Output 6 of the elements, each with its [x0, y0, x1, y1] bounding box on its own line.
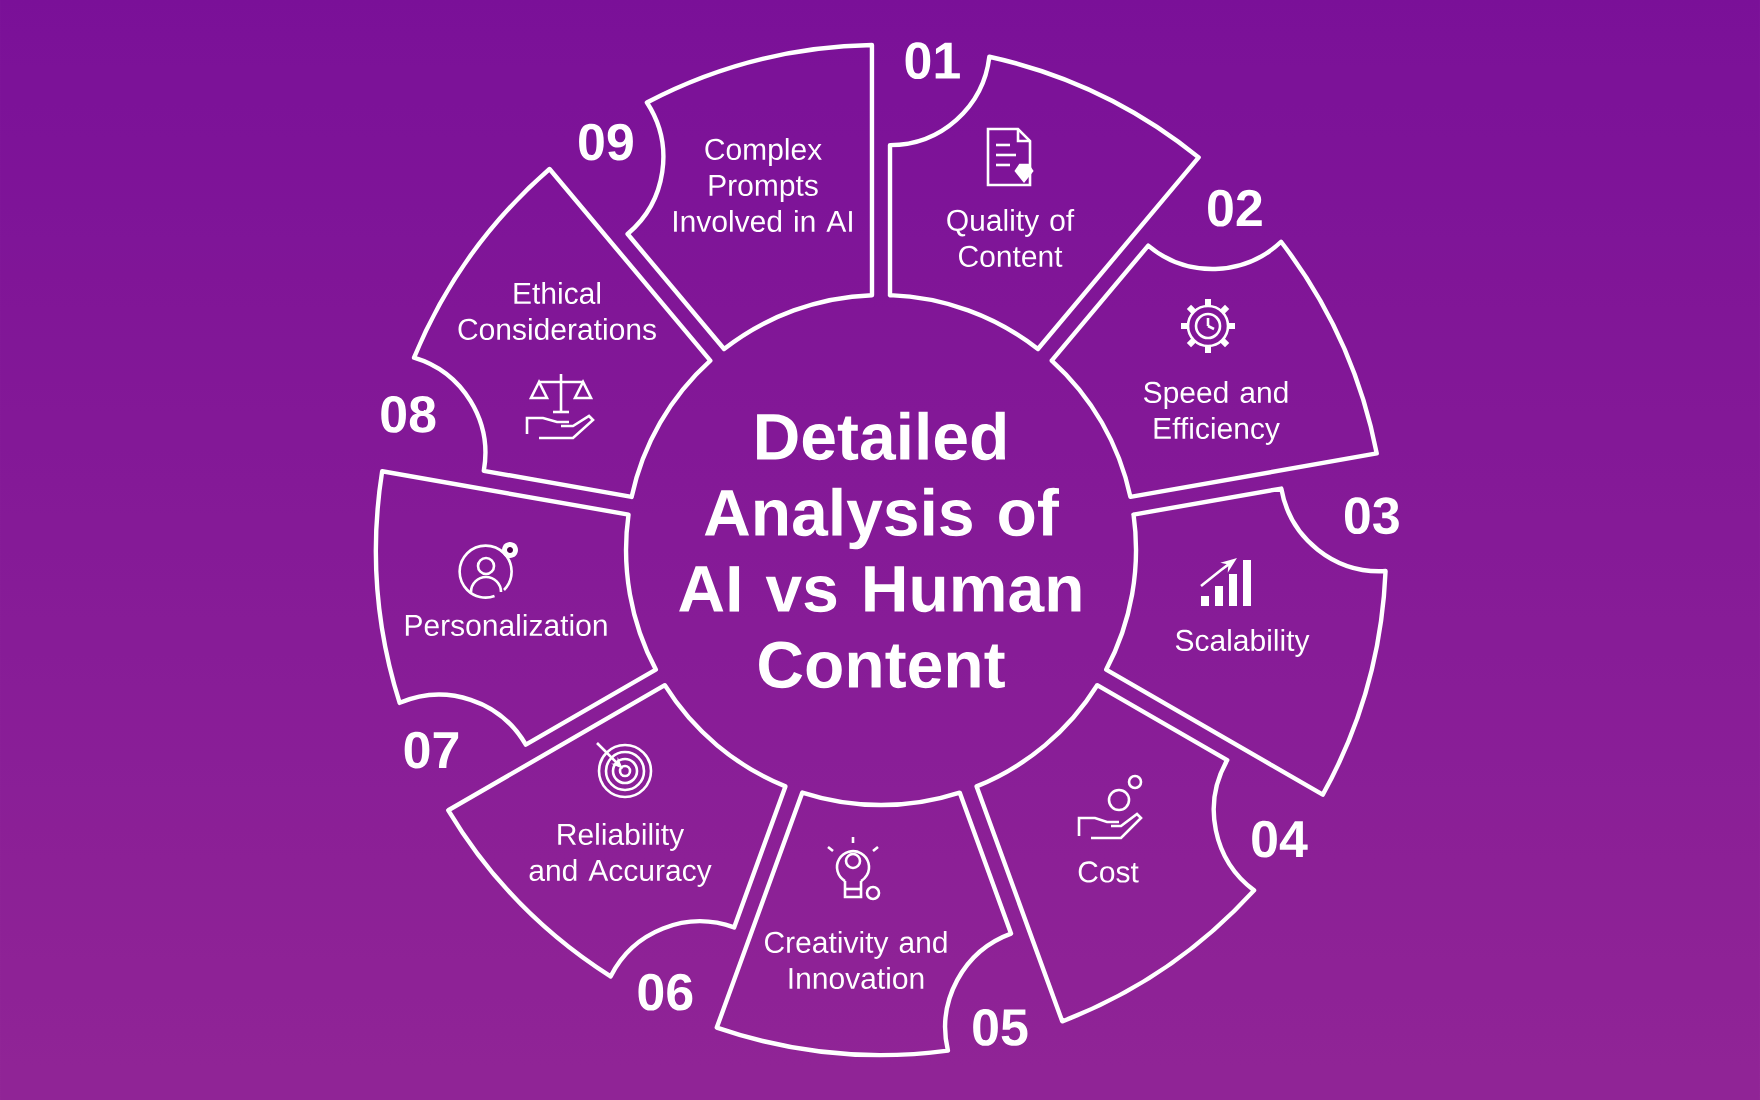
step-number: 08 — [381, 395, 436, 433]
step-number: 02 — [1208, 189, 1262, 227]
step-number: 06 — [638, 973, 693, 1011]
step-number: 01 — [905, 42, 960, 80]
step-number: 09 — [579, 123, 633, 161]
step-number: 03 — [1344, 497, 1399, 535]
